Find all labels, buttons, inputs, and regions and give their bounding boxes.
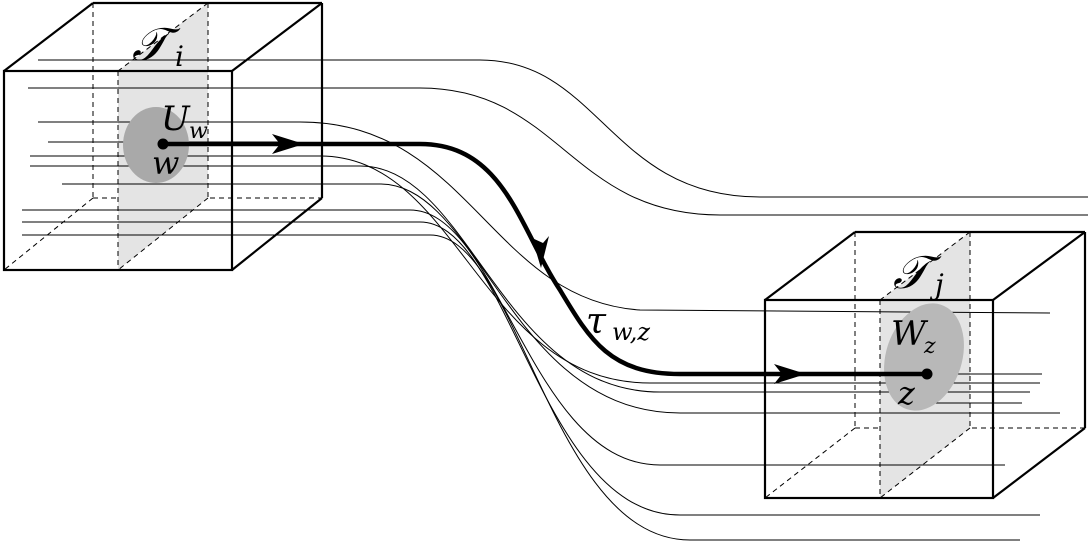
leaf-curve bbox=[38, 121, 1051, 314]
box-left-frame bbox=[2, 1, 324, 272]
neighborhood-right-blob bbox=[884, 303, 964, 411]
leaf-curve bbox=[22, 221, 1040, 516]
point-right-label: z bbox=[897, 374, 916, 412]
leaf-curve bbox=[62, 183, 1060, 414]
leaf-curve bbox=[22, 234, 1020, 541]
path-tau bbox=[163, 141, 927, 377]
path-subscript: w,z bbox=[612, 318, 650, 346]
point-z-dot bbox=[921, 368, 933, 380]
neighborhood-left-blob bbox=[123, 107, 189, 183]
box-right-frame bbox=[763, 230, 1087, 500]
path-label: τ bbox=[586, 301, 607, 342]
leaf-curve bbox=[38, 59, 1088, 198]
arrowhead-right bbox=[774, 364, 806, 384]
arrowhead-middle bbox=[532, 236, 549, 268]
neighborhood-right-subscript: z bbox=[923, 334, 936, 359]
leaves bbox=[22, 59, 1088, 541]
neighborhood-left-label: U bbox=[161, 99, 191, 139]
leaf-curve bbox=[30, 155, 1040, 384]
neighborhood-right-label: W bbox=[891, 314, 929, 354]
leaf-curve bbox=[28, 87, 1088, 216]
leaf-curve bbox=[22, 209, 1005, 466]
arrowhead-left bbox=[272, 134, 304, 154]
box-right-front-face bbox=[763, 298, 995, 500]
point-w-dot bbox=[157, 138, 169, 150]
box-left-front-face bbox=[2, 69, 234, 272]
neighborhood-left-subscript: w bbox=[189, 119, 208, 144]
box-left-subscript: i bbox=[175, 40, 184, 73]
point-left-label: w bbox=[152, 144, 179, 182]
leaf-curve bbox=[30, 165, 1030, 393]
